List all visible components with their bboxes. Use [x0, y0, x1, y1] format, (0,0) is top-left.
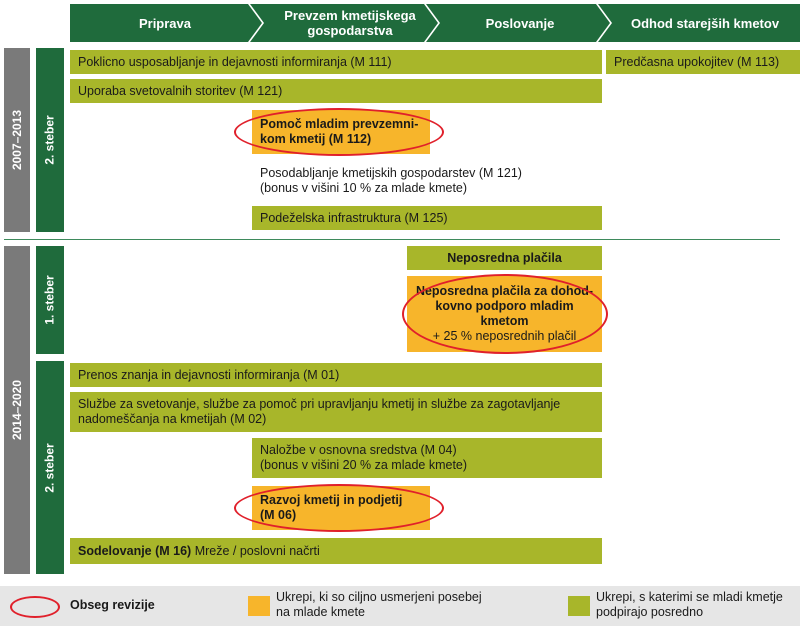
measure-m16: Sodelovanje (M 16) Mreže / poslovni načr…	[70, 538, 602, 564]
stage-label-priprava: Priprava	[138, 15, 192, 31]
pillar-1-2014: 1. steber	[36, 246, 64, 354]
measure-m121-services-text: Uporaba svetovalnih storitev (M 121)	[78, 83, 283, 98]
measure-m125-text: Podeželska infrastruktura (M 125)	[260, 210, 448, 225]
period-2007-2013: 2007–2013	[4, 48, 30, 232]
stage-label-poslovanje: Poslovanje	[485, 15, 555, 31]
measure-direct-payments: Neposredna plačila	[407, 246, 602, 270]
measure-m16-bold: Sodelovanje (M 16)	[78, 543, 192, 558]
period-label-2014: 2014–2020	[10, 379, 25, 441]
chevron-poslovanje	[426, 4, 610, 42]
measure-direct-payments-text: Neposredna plačila	[447, 250, 562, 265]
measure-m113-text: Predčasna upokojitev (M 113)	[614, 54, 780, 69]
pillar-label-1-2014: 1. steber	[43, 275, 58, 325]
measure-m01: Prenos znanja in dejavnosti informiranja…	[70, 363, 602, 387]
pillar-label-2-2007: 2. steber	[43, 115, 58, 165]
legend-targeted-line1: Ukrepi, ki so ciljno usmerjeni posebej	[276, 590, 482, 604]
pillar-2-2007: 2. steber	[36, 48, 64, 232]
audit-scope-ellipse-m112	[234, 108, 444, 156]
measure-m16-rest: Mreže / poslovni načrti	[191, 543, 320, 558]
legend-orange-swatch	[248, 596, 270, 616]
stage-label-prevzem: Prevzem kmetijskega gospodarstva	[284, 8, 416, 38]
chevron-shapes	[70, 4, 800, 42]
measure-m01-text: Prenos znanja in dejavnosti informiranja…	[78, 367, 340, 382]
measure-m16-text: Sodelovanje (M 16) Mreže / poslovni načr…	[78, 544, 594, 559]
legend-targeted-line2: na mlade kmete	[276, 605, 365, 619]
measure-m121-modernisation: Posodabljanje kmetijskih gospodarstev (M…	[252, 162, 602, 200]
measure-m02-line2: nadomeščanja na kmetijah (M 02)	[78, 412, 267, 426]
legend-green-swatch	[568, 596, 590, 616]
stage-label-odhod: Odhod starejših kmetov	[630, 15, 780, 31]
measure-m111: Poklicno usposabljanje in dejavnosti inf…	[70, 50, 602, 74]
pillar-label-2-2014: 2. steber	[43, 442, 58, 493]
pillar-2-2014: 2. steber	[36, 361, 64, 574]
chevron-prevzem	[250, 4, 438, 42]
legend-indirect: Ukrepi, s katerimi se mladi kmetje podpi…	[596, 590, 783, 620]
measure-m125: Podeželska infrastruktura (M 125)	[252, 206, 602, 230]
measure-m121-mod-line1: Posodabljanje kmetijskih gospodarstev (M…	[260, 166, 522, 180]
measure-m111-text: Poklicno usposabljanje in dejavnosti inf…	[78, 54, 392, 69]
measure-m02: Službe za svetovanje, službe za pomoč pr…	[70, 392, 602, 432]
period-2014-2020: 2014–2020	[4, 246, 30, 574]
chevron-odhod	[598, 4, 800, 42]
legend-scope-label: Obseg revizije	[70, 598, 155, 612]
measure-m121-mod-line2: (bonus v višini 10 % za mlade kmete)	[260, 181, 468, 195]
legend-scope-ellipse	[10, 596, 60, 618]
measure-m04-line2: (bonus v višini 20 % za mlade kmete)	[260, 458, 468, 472]
stage-chevrons: Priprava Prevzem kmetijskega gospodarstv…	[70, 4, 800, 42]
measure-m02-line1: Službe za svetovanje, službe za pomoč pr…	[78, 397, 561, 411]
measure-m113: Predčasna upokojitev (M 113)	[606, 50, 800, 74]
chevron-priprava	[70, 4, 262, 42]
period-label-2007: 2007–2013	[10, 109, 25, 171]
legend: Obseg revizije Ukrepi, ki so ciljno usme…	[0, 586, 800, 626]
measure-m121-services: Uporaba svetovalnih storitev (M 121)	[70, 79, 602, 103]
audit-scope-ellipse-m06	[234, 484, 444, 532]
legend-indirect-line2: podpirajo posredno	[596, 605, 704, 619]
audit-scope-ellipse-direct	[402, 274, 608, 354]
measure-m04: Naložbe v osnovna sredstva (M 04) (bonus…	[252, 438, 602, 478]
legend-targeted: Ukrepi, ki so ciljno usmerjeni posebej n…	[276, 590, 482, 620]
legend-indirect-line1: Ukrepi, s katerimi se mladi kmetje	[596, 590, 783, 604]
period-divider	[4, 239, 780, 240]
measure-m04-line1: Naložbe v osnovna sredstva (M 04)	[260, 443, 457, 457]
